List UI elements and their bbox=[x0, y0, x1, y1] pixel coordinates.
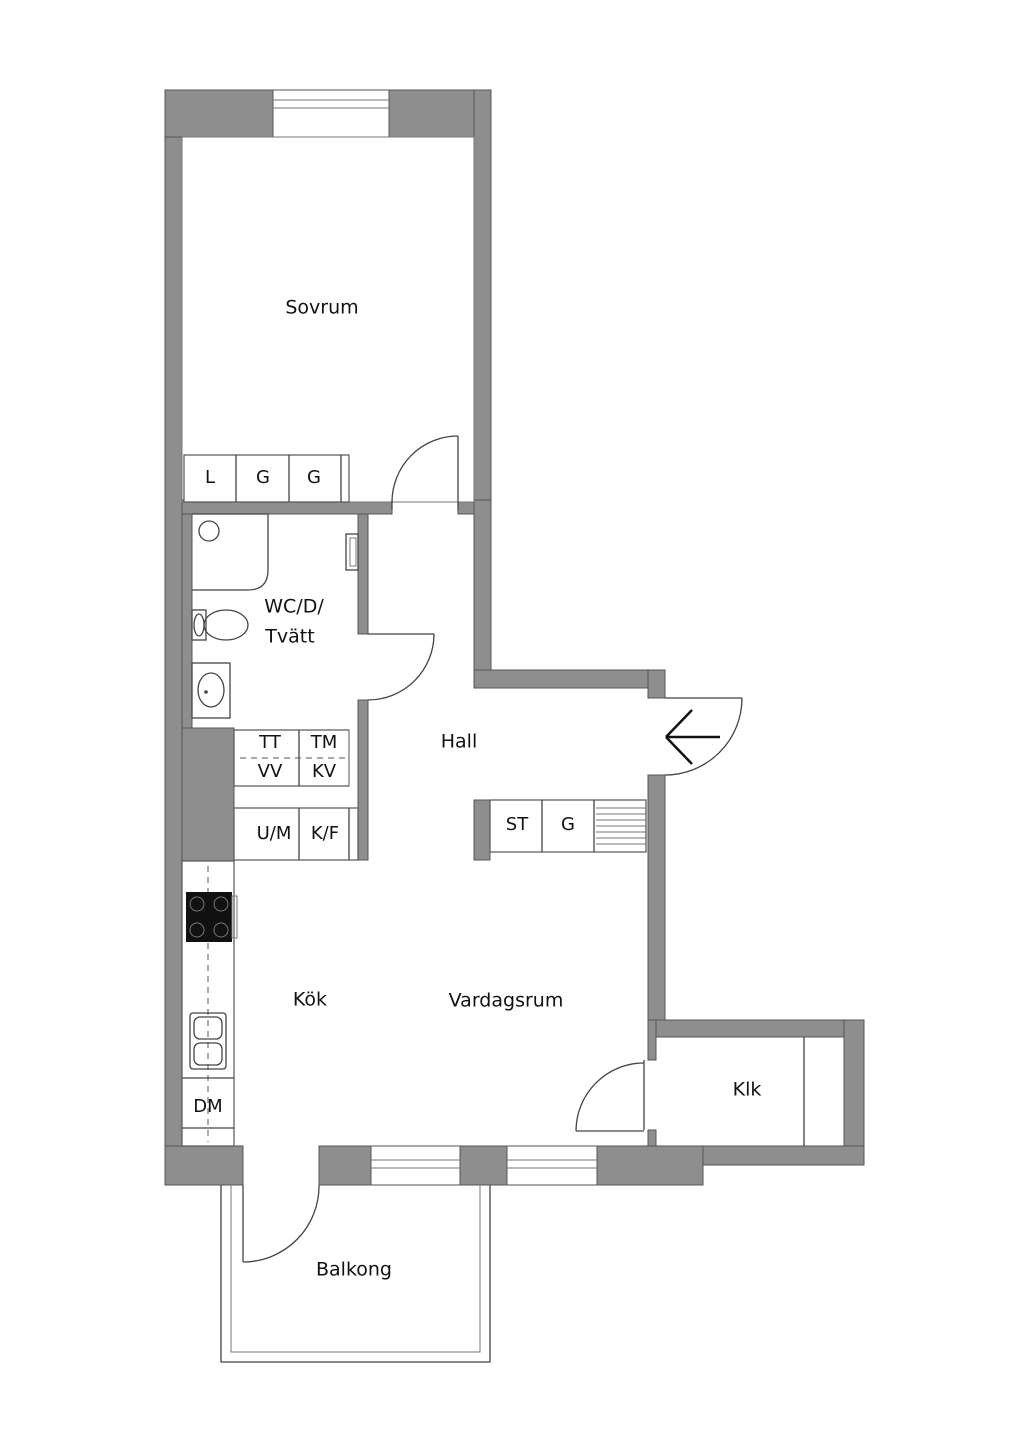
label-kok: Kök bbox=[293, 989, 327, 1011]
kitchen-tall-cabinets bbox=[233, 807, 359, 861]
label-wardrobe-l: L bbox=[205, 467, 215, 488]
label-sovrum: Sovrum bbox=[285, 297, 358, 319]
laundry-cabinets bbox=[233, 729, 350, 787]
label-vv: VV bbox=[258, 761, 283, 782]
bathroom-sink-icon bbox=[191, 662, 231, 719]
bedroom-wardrobes bbox=[183, 454, 350, 503]
label-klk: Klk bbox=[733, 1079, 762, 1101]
label-tt: TT bbox=[258, 732, 282, 753]
walls bbox=[164, 89, 865, 1186]
label-tm: TM bbox=[310, 732, 338, 753]
label-wc-line2: Tvätt bbox=[264, 626, 314, 648]
kitchen-sink-icon bbox=[189, 1012, 227, 1070]
entry-arrow-icon bbox=[665, 709, 720, 765]
windows bbox=[272, 89, 598, 1186]
label-st: ST bbox=[506, 814, 529, 835]
label-kv: KV bbox=[312, 761, 337, 782]
shoe-rack-icon bbox=[596, 807, 646, 845]
label-hall: Hall bbox=[441, 731, 478, 753]
bathroom-fixtures bbox=[191, 513, 359, 719]
kitchen-counter bbox=[181, 860, 238, 1147]
label-g-hall: G bbox=[561, 814, 575, 835]
label-wardrobe-g1: G bbox=[256, 467, 270, 488]
label-balkong: Balkong bbox=[316, 1259, 392, 1281]
label-um: U/M bbox=[257, 823, 292, 844]
room-outlines bbox=[181, 136, 475, 503]
balcony-outline bbox=[220, 1185, 491, 1363]
hall-wardrobe bbox=[489, 799, 647, 853]
label-kf: K/F bbox=[311, 823, 339, 844]
label-wc-line1: WC/D/ bbox=[264, 596, 324, 618]
label-vardagsrum: Vardagsrum bbox=[449, 990, 564, 1012]
label-wardrobe-g2: G bbox=[307, 467, 321, 488]
label-dm: DM bbox=[193, 1096, 222, 1117]
toilet-icon bbox=[191, 609, 249, 641]
doors bbox=[242, 435, 743, 1263]
stove-icon bbox=[186, 892, 238, 942]
shower-drain-icon bbox=[198, 520, 220, 542]
